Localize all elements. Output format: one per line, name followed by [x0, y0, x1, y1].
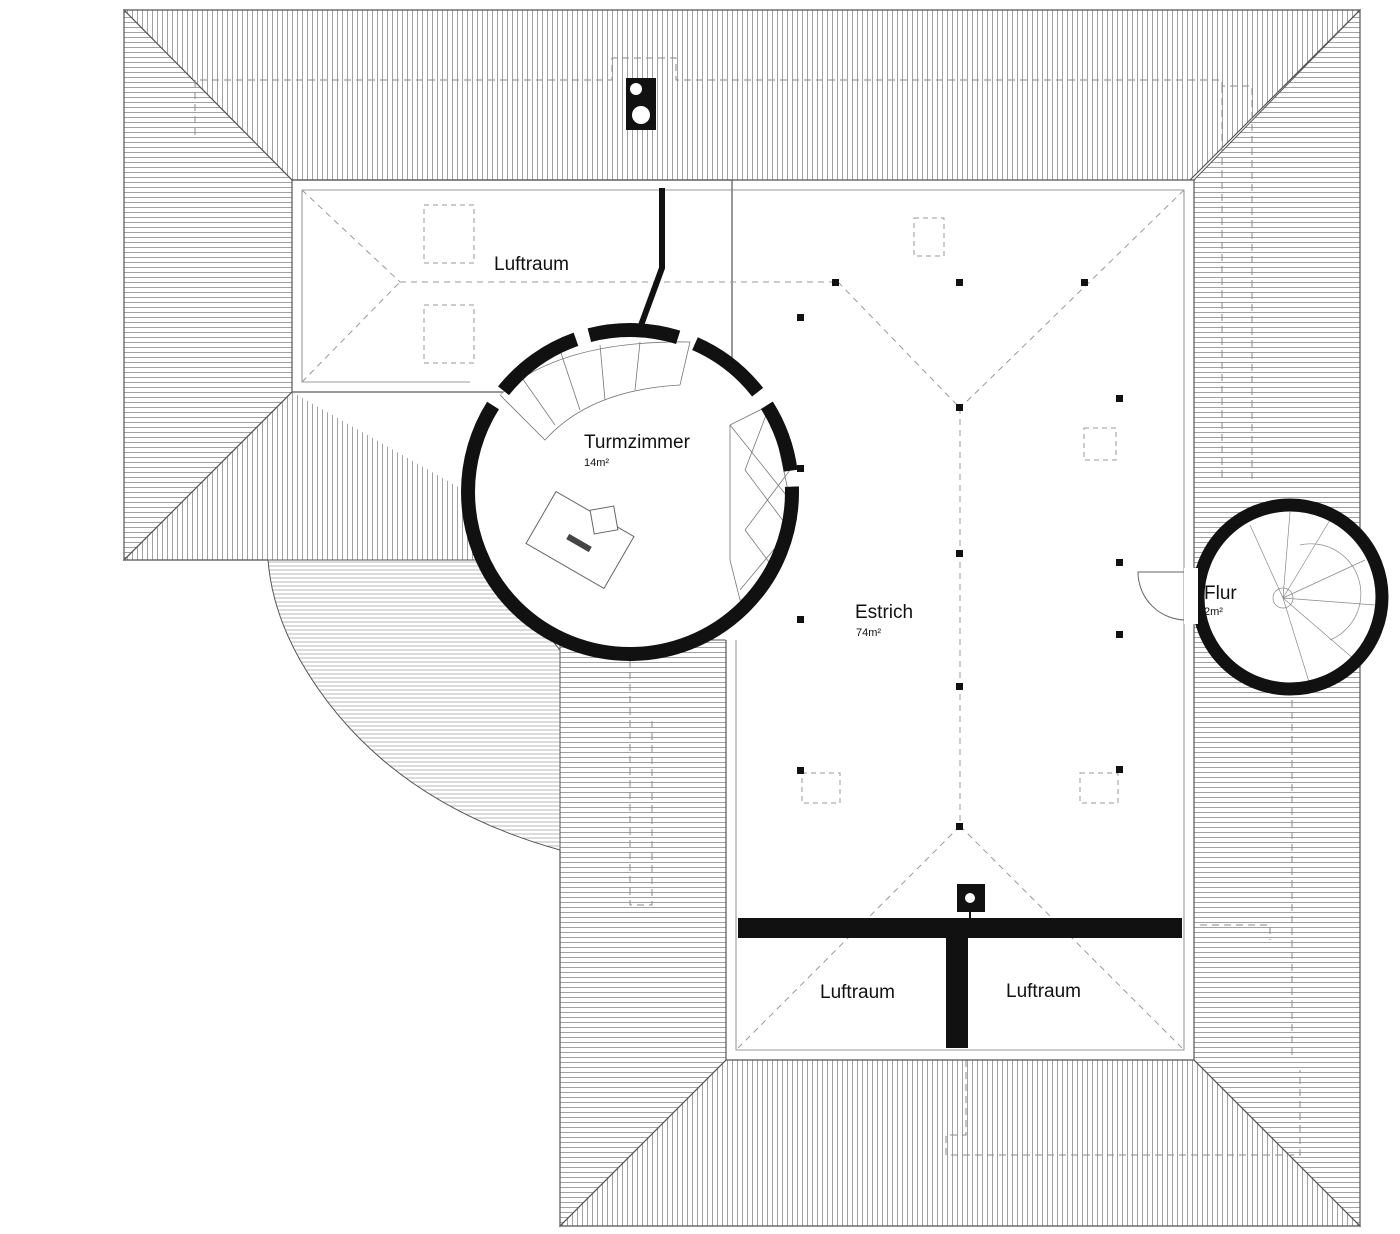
door-swing: [1137, 571, 1187, 621]
room-name-luftraum-south-left: Luftraum: [820, 982, 895, 1003]
room-name-turmzimmer: Turmzimmer: [584, 432, 691, 453]
outer-boundary: [124, 9, 1361, 1227]
hip-lines: [123, 9, 1361, 1227]
flur-tower: [1137, 498, 1389, 696]
desk: [525, 490, 635, 590]
room-area-flur: 2m²: [1204, 606, 1223, 618]
desk-items: [566, 533, 592, 553]
roof-slopes: [122, 8, 1362, 1228]
room-name-luftraum-north: Luftraum: [494, 254, 569, 275]
room-name-flur: Flur: [1204, 583, 1237, 604]
roof-north-slope: [122, 9, 1362, 181]
dashed-eaves: [194, 57, 1301, 1156]
skylights: [423, 204, 1119, 804]
chimney-south: [957, 884, 985, 920]
room-area-estrich: 74m²: [856, 627, 881, 639]
posts: [627, 279, 1123, 830]
chimney-north: [626, 78, 656, 130]
walls: [637, 188, 1182, 1048]
room-area-turmzimmer: 14m²: [584, 457, 609, 469]
room-name-estrich: Estrich: [855, 602, 913, 623]
tower-room: [461, 323, 799, 661]
room-labels: Luftraum Turmzimmer 14m² Estrich 74m² Fl…: [494, 254, 1237, 1003]
room-name-luftraum-south-right: Luftraum: [1006, 981, 1081, 1002]
